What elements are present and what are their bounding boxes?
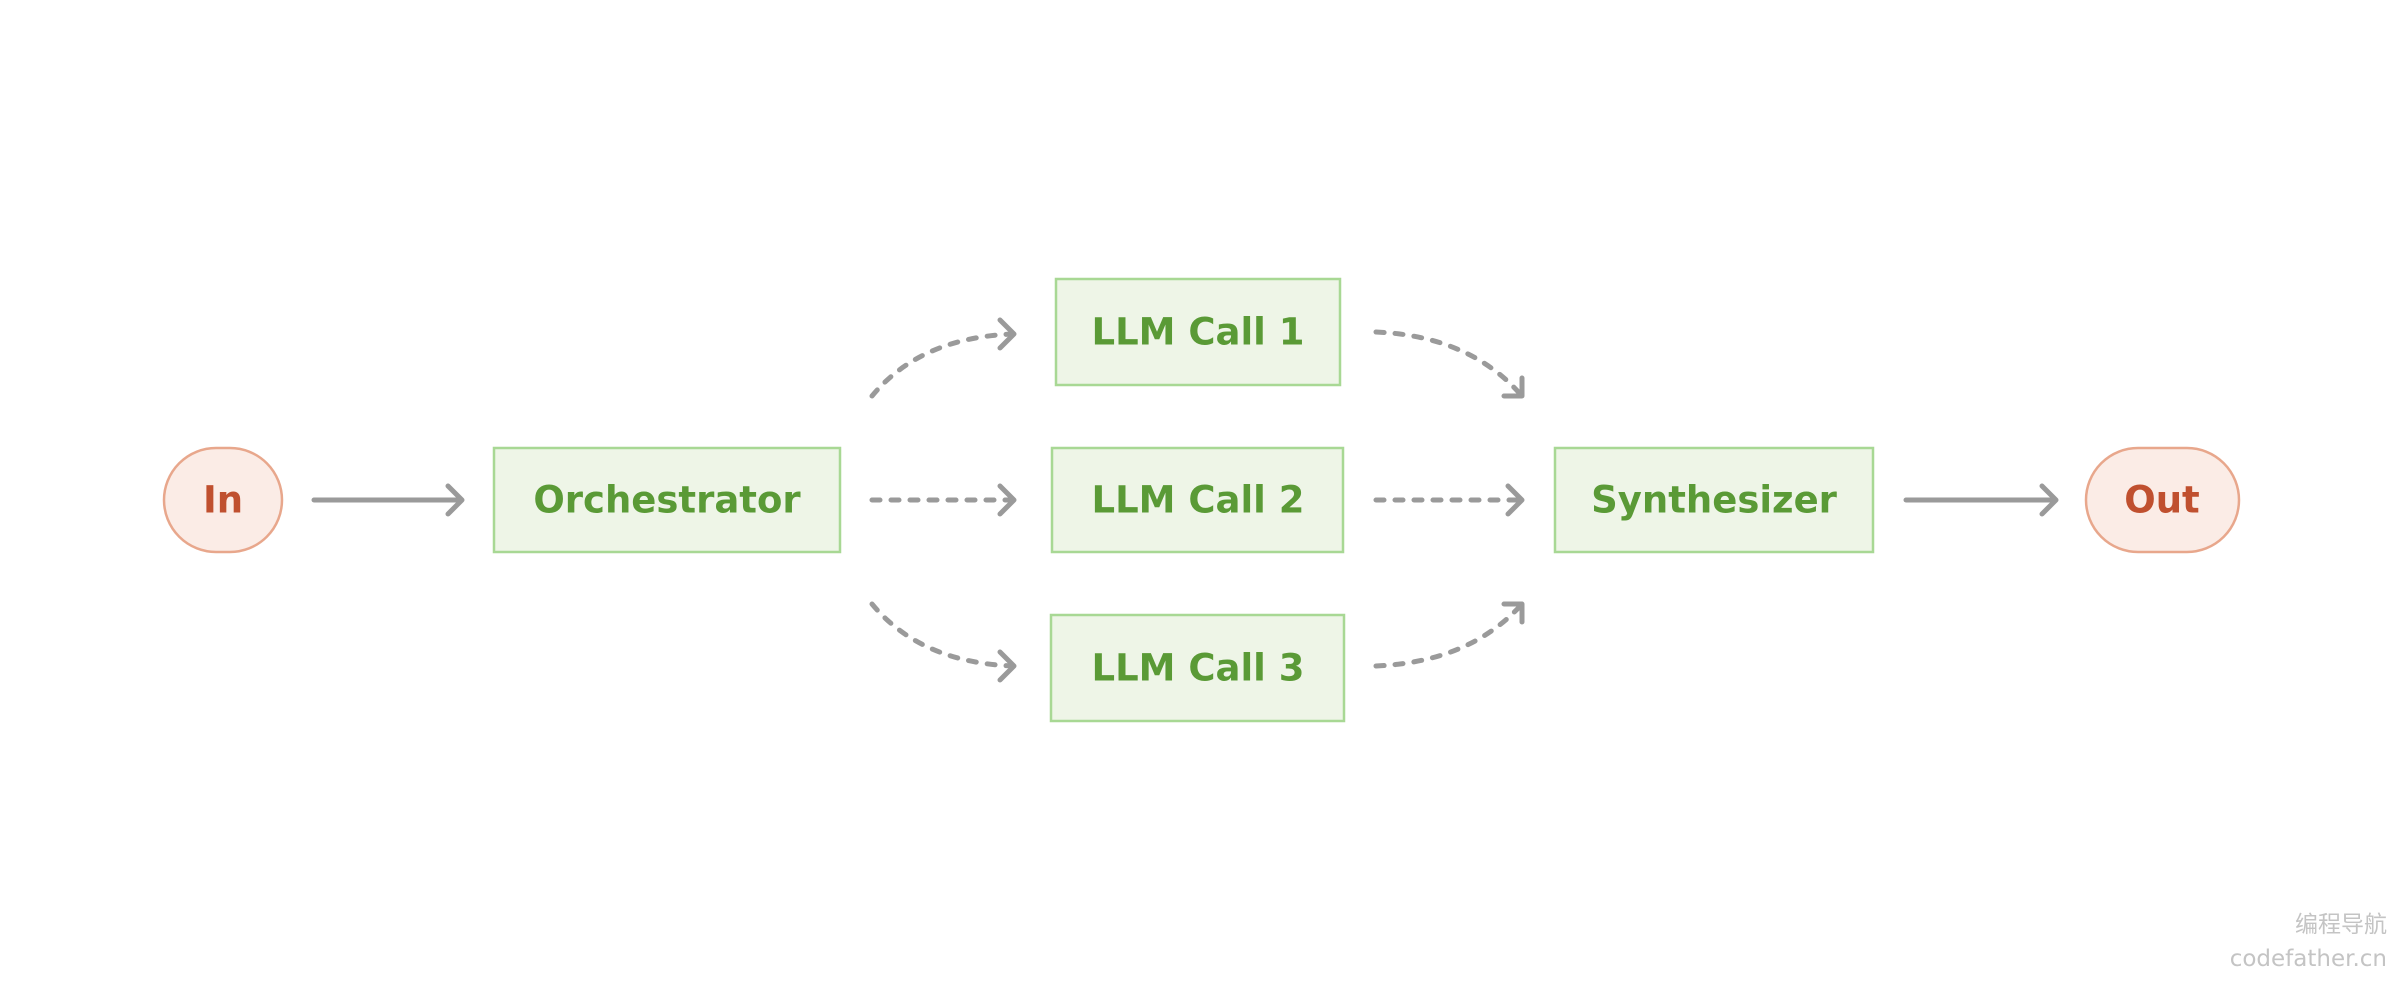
watermark: 编程导航 codefather.cn: [2230, 908, 2387, 976]
output-label: Out: [2124, 479, 2199, 522]
watermark-line-2: codefather.cn: [2229, 946, 2387, 972]
input-label: In: [203, 479, 243, 522]
synthesizer-node: Synthesizer: [1553, 446, 1875, 554]
llm-call-1-to-synthesizer-arrow: [1373, 329, 1525, 399]
watermark-line-1: 编程导航: [2295, 912, 2387, 938]
orchestrator-label: Orchestrator: [533, 479, 801, 522]
llm-call-3-to-synthesizer-arrow: [1373, 601, 1525, 669]
llm-call-2-to-synthesizer-arrow: [1373, 483, 1525, 517]
synthesizer-to-output-arrow: [1903, 483, 2059, 517]
orchestrator-to-llm-call-2-arrow: [869, 483, 1017, 517]
llm-call-3-label: LLM Call 3: [1092, 647, 1305, 690]
output-node: Out: [2084, 446, 2241, 554]
llm-call-2-label: LLM Call 2: [1092, 479, 1305, 522]
llm-call-1-node: LLM Call 1: [1054, 277, 1342, 387]
input-to-orchestrator-arrow: [311, 483, 465, 517]
llm-call-1-label: LLM Call 1: [1092, 311, 1305, 354]
input-node: In: [162, 446, 284, 554]
orchestrator-to-llm-call-3-arrow: [869, 601, 1017, 683]
llm-call-2-node: LLM Call 2: [1050, 446, 1345, 554]
orchestrator-to-llm-call-1-arrow: [869, 317, 1017, 399]
orchestrator-node: Orchestrator: [492, 446, 842, 554]
llm-call-3-node: LLM Call 3: [1049, 613, 1346, 723]
synthesizer-label: Synthesizer: [1591, 479, 1838, 522]
